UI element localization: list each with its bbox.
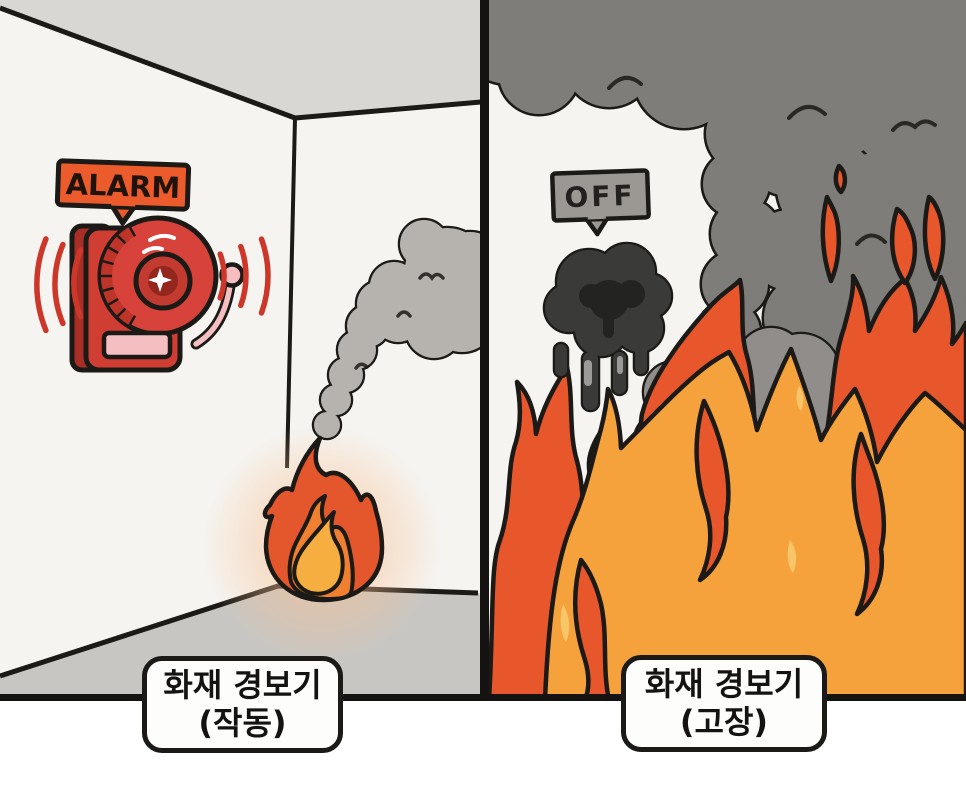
bell-sparkle: [148, 268, 172, 292]
alarm-bell: [69, 215, 245, 373]
right-panel-illustration: OFF: [489, 0, 966, 701]
bell-knurl-band: [100, 226, 135, 326]
melted-dark-patch: [579, 280, 645, 338]
panel-divider: [480, 0, 489, 701]
wall-corner-line: [285, 117, 297, 469]
bell-highlights: [142, 233, 176, 254]
sound-waves: [34, 236, 271, 334]
flame-core: [292, 510, 345, 596]
small-fire: [262, 435, 385, 603]
right-caption-box: 화재 경보기 (고장): [621, 655, 827, 752]
right-caption-line1: 화재 경보기: [644, 665, 804, 704]
alarm-sign-label: ALARM: [65, 167, 181, 205]
melted-alarm: [542, 241, 674, 413]
big-fire: [489, 163, 966, 701]
alarm-sign: ALARM: [54, 158, 192, 226]
right-caption-line2: (고장): [679, 702, 769, 741]
big-fire-light-streaks: [560, 386, 804, 642]
left-caption-line1: 화재 경보기: [163, 666, 322, 705]
off-sign: OFF: [550, 168, 651, 237]
bell-label-plate: [101, 330, 173, 360]
melted-drip-highlights: [584, 356, 623, 386]
big-fire-inner-tongues: [573, 398, 887, 701]
left-panel-illustration: ALARM: [0, 0, 481, 701]
left-caption-line2: (작동): [198, 703, 287, 742]
left-caption-box: 화재 경보기 (작동): [142, 656, 343, 753]
off-sign-label: OFF: [564, 179, 636, 214]
bell-knurl-lines: [101, 225, 137, 327]
smoke-swirl-marks: [354, 272, 445, 370]
